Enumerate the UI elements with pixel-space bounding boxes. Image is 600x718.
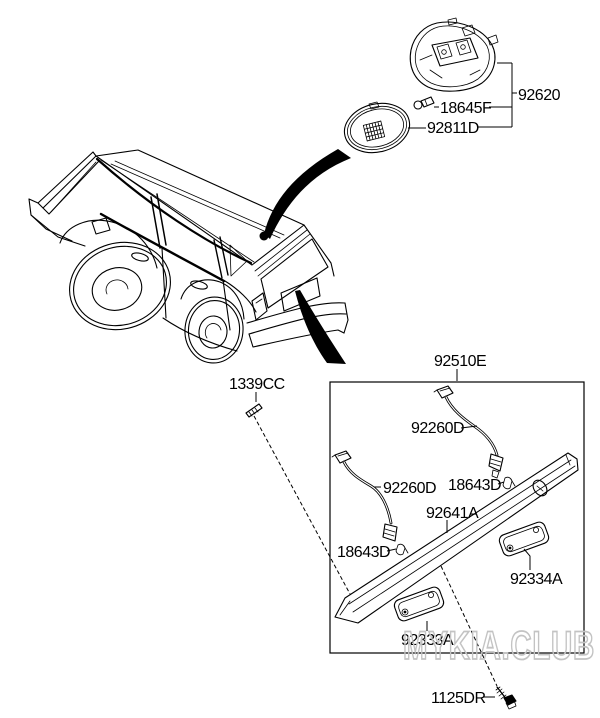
clip-art [245, 403, 263, 418]
part-label-92260D-upper: 92260D [411, 420, 464, 437]
leader-lines [253, 62, 531, 698]
screw-art [495, 686, 517, 710]
room-lamp-lens-art [343, 101, 411, 154]
lens-92334A-art [498, 521, 550, 557]
part-label-1339CC: 1339CC [229, 376, 285, 393]
part-label-92811D: 92811D [427, 120, 479, 137]
room-lamp-housing-art [409, 17, 499, 92]
tailgate-garnish-art [334, 452, 579, 624]
part-label-18645F: 18645F [440, 100, 492, 117]
part-label-92620: 92620 [518, 87, 561, 104]
part-label-18643D-upper: 18643D [448, 477, 501, 494]
part-labels: 92620 18645F 92811D 92510E 92260D 18643D… [229, 87, 563, 707]
room-lamp-bulb-art [413, 96, 435, 110]
part-label-92334A: 92334A [510, 571, 563, 588]
lens-92333A-art [393, 586, 445, 622]
part-label-92641A: 92641A [426, 505, 479, 522]
arrow-to-license-lamp [295, 290, 346, 364]
kit-box-outline [329, 381, 585, 654]
bulb-upper-art [502, 476, 516, 490]
vehicle-illustration [28, 149, 349, 364]
part-label-92260D-lower: 92260D [383, 480, 436, 497]
watermark: MYKIA.CLUB [403, 624, 595, 668]
bulb-lower-art [395, 543, 409, 556]
part-label-18643D-lower: 18643D [337, 544, 390, 561]
part-label-92333A: 92333A [401, 632, 454, 649]
part-label-92510E: 92510E [434, 353, 486, 370]
wiring-lower-art [331, 450, 398, 542]
arrow-to-room-lamp [264, 149, 351, 239]
part-label-1125DR: 1125DR [431, 690, 486, 707]
